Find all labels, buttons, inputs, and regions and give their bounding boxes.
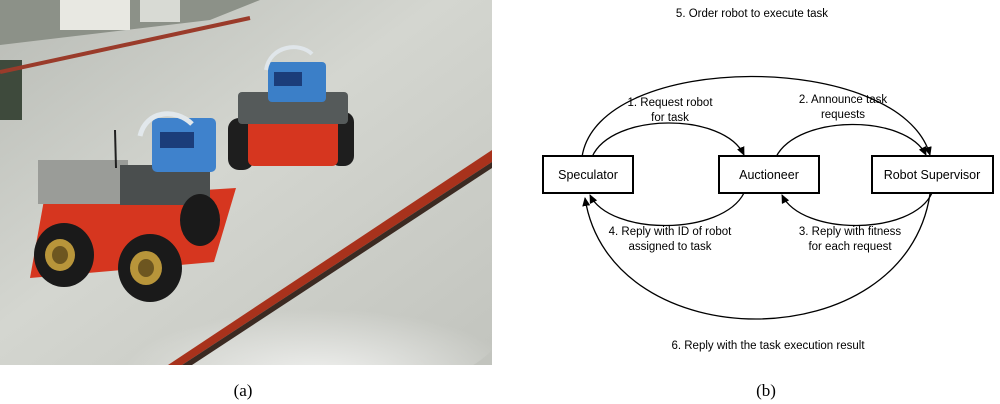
- edge-6-arrow: [582, 193, 931, 320]
- edge-1-arrow: [591, 122, 745, 158]
- caption-a: (a): [234, 381, 253, 400]
- edge-2-label-line2: requests: [821, 109, 865, 121]
- edge-3-label-line1: 3. Reply with fitness: [799, 226, 902, 238]
- edge-3-label-line2: for each request: [808, 241, 892, 253]
- robot-rear: [228, 45, 354, 170]
- auction-diagram: Speculator Auctioneer Robot Supervisor 5…: [542, 8, 994, 352]
- edge-2-label-line1: 2. Announce task: [799, 94, 887, 106]
- edge-4-label-line1: 4. Reply with ID of robot: [609, 226, 733, 238]
- edge-2-arrow: [775, 123, 927, 158]
- edge-1-label-line2: for task: [651, 112, 689, 124]
- edge-4-arrow: [589, 192, 745, 227]
- edge-5-label: 5. Order robot to execute task: [676, 8, 828, 20]
- node-speculator-label: Speculator: [558, 168, 618, 182]
- edge-5-arrow: [581, 75, 932, 158]
- node-auctioneer-label: Auctioneer: [739, 168, 799, 182]
- node-speculator: Speculator: [542, 155, 634, 194]
- node-robot-supervisor: Robot Supervisor: [871, 155, 994, 194]
- edge-4-label-line2: assigned to task: [628, 241, 711, 253]
- edge-6-label: 6. Reply with the task execution result: [671, 340, 865, 352]
- robots-photo: [0, 0, 492, 365]
- edge-1-label-line1: 1. Request robot: [627, 97, 713, 109]
- robot-front: [30, 111, 236, 302]
- edge-3-arrow: [781, 192, 933, 227]
- caption-b: (b): [756, 381, 776, 400]
- node-auctioneer: Auctioneer: [718, 155, 820, 194]
- node-robot-supervisor-label: Robot Supervisor: [884, 168, 981, 182]
